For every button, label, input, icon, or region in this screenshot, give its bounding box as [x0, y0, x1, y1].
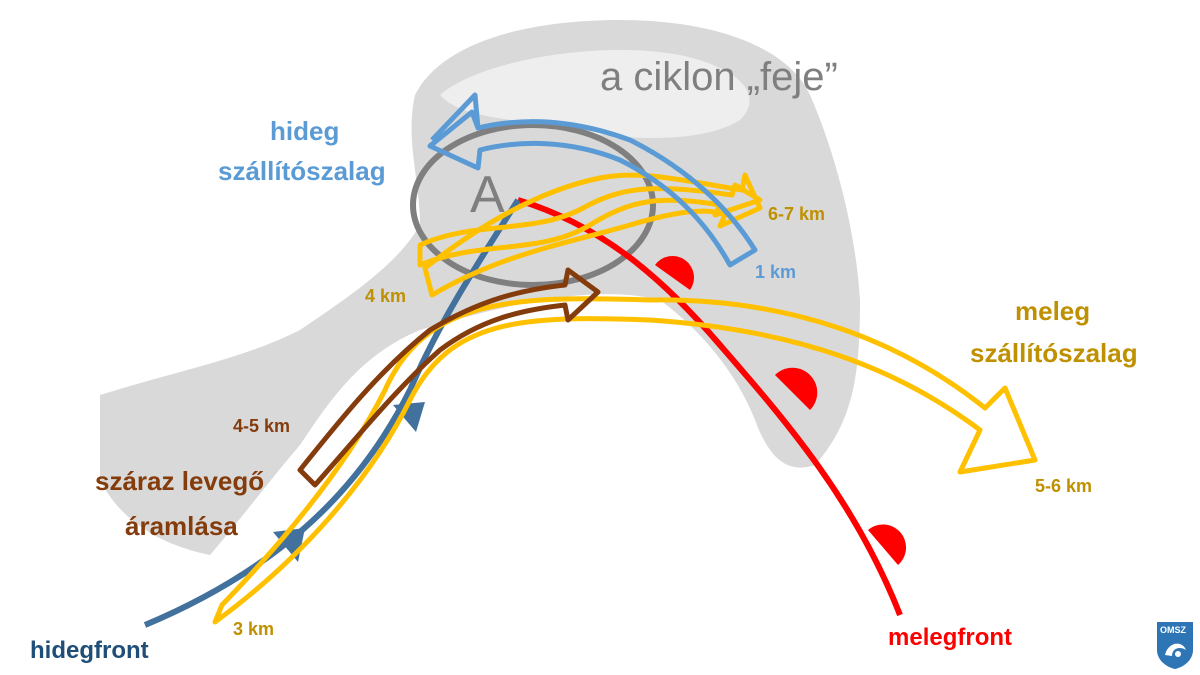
- cyclone-head-label: a ciklon „feje”: [600, 55, 838, 99]
- warm-front-semicircle: [655, 256, 694, 290]
- cyclone-center-ring: [410, 122, 656, 288]
- warm-conveyor-label: szállítószalag: [970, 338, 1138, 368]
- cold-front-triangle: [393, 402, 425, 432]
- dry-air-intrusion: [297, 267, 601, 488]
- cold-conveyor-label: hideg: [270, 116, 339, 146]
- warm-conveyor-belt-upper: [417, 182, 763, 268]
- warm-conveyor-label: meleg: [1015, 296, 1090, 326]
- cold-conveyor-belt: [427, 109, 758, 268]
- cold-front-label: hidegfront: [30, 637, 149, 664]
- height-label-warm-upper-start: 4 km: [365, 286, 406, 306]
- omsz-logo-icon: OMSZ: [1157, 622, 1193, 669]
- cloud-shield: [100, 20, 860, 555]
- dry-air-label: száraz levegő: [95, 466, 264, 496]
- height-label-cold-end: 1 km: [755, 262, 796, 282]
- height-label-warm-main-start: 3 km: [233, 619, 274, 639]
- omsz-logo-text: OMSZ: [1160, 625, 1187, 635]
- cyclone-center-label: A: [470, 166, 505, 224]
- height-label-warm-upper-end: 6-7 km: [768, 204, 825, 224]
- warm-front-semicircle: [868, 524, 907, 565]
- cold-conveyor-belt-inner: [430, 92, 481, 142]
- height-label-dry-start: 4-5 km: [233, 416, 290, 436]
- warm-conveyor-belt-main: [212, 296, 1038, 625]
- height-label-warm-main-end: 5-6 km: [1035, 476, 1092, 496]
- cold-conveyor-label: szállítószalag: [218, 156, 386, 186]
- warm-front-semicircle: [775, 367, 818, 410]
- warm-conveyor-belt-upper-lower: [422, 172, 763, 298]
- cloud-head-highlight: [440, 49, 750, 138]
- warm-front-label: melegfront: [888, 624, 1012, 651]
- dry-air-label: áramlása: [125, 511, 238, 541]
